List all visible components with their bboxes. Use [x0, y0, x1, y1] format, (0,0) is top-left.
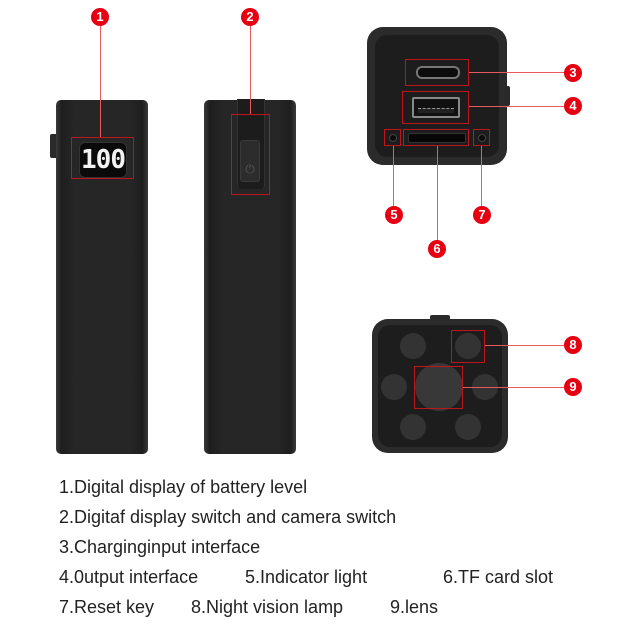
- callout-line-3: [469, 72, 566, 73]
- highlight-box-8: [451, 330, 485, 363]
- ir-lamp: [455, 333, 481, 359]
- legend-item-6: 6.TF card slot: [443, 567, 554, 587]
- ir-lamp: [400, 414, 426, 440]
- highlight-box-1: [71, 137, 134, 179]
- callout-line-2: [250, 26, 251, 114]
- callout-badge-9: 9: [564, 378, 582, 396]
- legend-item-9: 9.lens: [390, 597, 439, 617]
- top-nub: [430, 315, 450, 320]
- callout-badge-6: 6: [428, 240, 446, 258]
- power-icon: ⏻: [245, 162, 255, 176]
- legend-item-4: 4.0utput interface: [59, 567, 199, 587]
- ir-lamp: [400, 333, 426, 359]
- ir-lamp: [455, 414, 481, 440]
- callout-badge-5: 5: [385, 206, 403, 224]
- highlight-box-3: [405, 59, 469, 86]
- legend: 1.Digital display of battery level 2.Dig…: [59, 472, 619, 622]
- callout-badge-4: 4: [564, 97, 582, 115]
- callout-line-6: [437, 146, 438, 240]
- callout-badge-7: 7: [473, 206, 491, 224]
- tf-card-slot: [408, 133, 466, 143]
- callout-line-7: [481, 146, 482, 206]
- callout-line-5: [393, 146, 394, 206]
- highlight-box-4: [402, 91, 469, 124]
- callout-line-1: [100, 26, 101, 137]
- callout-badge-3: 3: [564, 64, 582, 82]
- legend-item-8: 8.Night vision lamp: [191, 597, 344, 617]
- legend-item-1: 1.Digital display of battery level: [59, 477, 308, 497]
- callout-badge-2: 2: [241, 8, 259, 26]
- legend-item-5: 5.Indicator light: [245, 567, 368, 587]
- callout-line-9: [463, 387, 566, 388]
- reset-key: [478, 134, 486, 142]
- legend-item-7: 7.Reset key: [59, 597, 155, 617]
- highlight-box-2: [231, 114, 270, 195]
- highlight-box-7: [473, 129, 490, 146]
- legend-item-2: 2.Digitaf display switch and camera swit…: [59, 507, 397, 527]
- usb-c-port: [416, 66, 460, 79]
- usb-a-tongue: [418, 108, 454, 113]
- power-switch: ⏻: [240, 140, 260, 182]
- callout-line-4: [469, 106, 566, 107]
- legend-item-3: 3.Charginginput interface: [59, 537, 261, 557]
- camera-lens: [415, 363, 463, 411]
- indicator-light: [389, 134, 397, 142]
- side-button: [50, 134, 56, 158]
- side-nub: [506, 86, 510, 106]
- highlight-box-5: [384, 129, 401, 146]
- highlight-box-9: [414, 366, 463, 409]
- ir-lamp: [381, 374, 407, 400]
- callout-badge-1: 1: [91, 8, 109, 26]
- callout-badge-8: 8: [564, 336, 582, 354]
- battery-level-display: 100: [79, 142, 127, 178]
- callout-line-8: [485, 345, 566, 346]
- highlight-box-6: [403, 129, 469, 146]
